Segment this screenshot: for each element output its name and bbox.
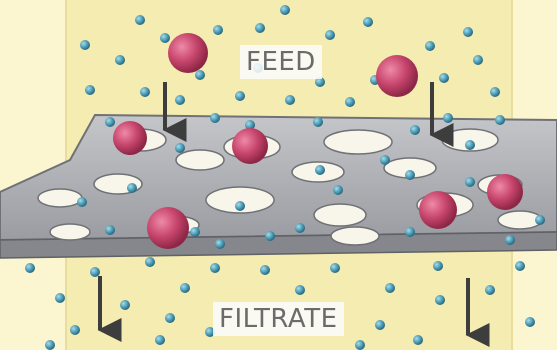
filtrate-label: FILTRATE [213,302,344,336]
feed-label: FEED [240,45,322,79]
membrane [0,115,557,258]
